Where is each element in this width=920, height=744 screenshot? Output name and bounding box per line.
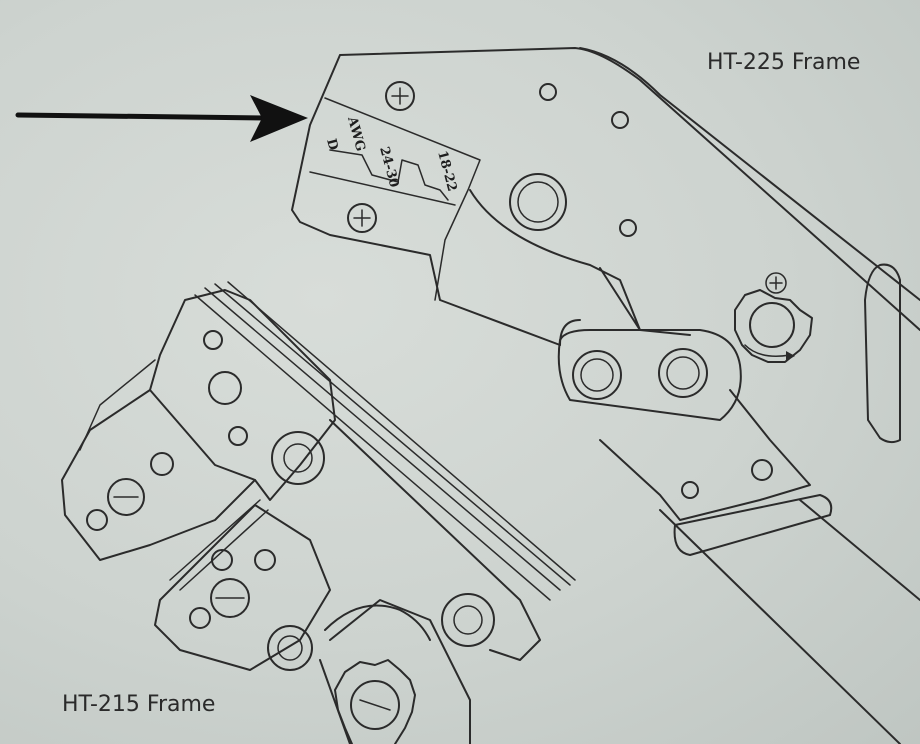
pointer-arrow [15,95,308,142]
ht-225-jaw-outline [291,47,920,346]
ht-225-hole [619,219,637,237]
ht-215-handle-edge [329,419,541,661]
ht-225-link-pin [572,350,622,400]
ht-215-ratchet-gear [324,604,431,744]
ht-215-hole [150,452,174,476]
ht-225-link-plate [557,329,742,421]
die-unit: AWG [344,114,368,153]
ht-225-link-pin [658,348,708,398]
ht-215-hole [86,509,108,531]
ht-225-right-grip [864,263,901,444]
ht-215-pivot-pin [271,431,325,485]
ht-215-hole [203,330,223,350]
ht-225-top-screw [385,81,415,111]
ht-225-handle-upper-edge [579,47,920,301]
ht-215-jaw-outline [149,289,336,501]
ht-215-plate-screw [210,578,250,618]
ht-225-lower-handle [599,389,920,744]
ht-225-hole [751,459,773,481]
ht-225-hole [539,83,557,101]
die-size-b: 18-22 [434,149,459,193]
ht-225-pivot [509,173,567,231]
ht-225-hole [611,111,629,129]
ht-225-die-face [309,97,481,301]
ht-215-handle-lines [194,281,576,601]
ht-215-label: HT-215 Frame [62,692,216,717]
ht-215-hole [208,371,242,405]
ht-215-left-screw [107,478,145,516]
ht-225-grip-band [673,494,833,556]
ht-225-bottom-screw [347,203,377,233]
ht-215-left-plate-inner [79,359,156,451]
ht-225-frame: D AWG 24-30 18-22 [291,47,920,744]
die-markings: D AWG 24-30 18-22 [323,114,459,193]
ht-215-hole [228,426,248,446]
ht-225-lower-body [469,189,691,346]
ht-215-frame [61,281,576,744]
ht-215-lower-pin [267,625,313,671]
die-size-a: 24-30 [376,145,401,189]
ht-215-hole [211,549,233,571]
ht-225-hole [681,481,699,499]
ht-215-lower-plate [154,504,331,671]
ht-215-hole [189,607,211,629]
ht-225-die-notches [329,149,449,201]
ratchet-adjust-wheel [734,272,813,363]
die-letter: D [323,137,340,152]
ht-225-label: HT-225 Frame [707,50,861,75]
ht-215-right-pin [441,593,495,647]
ht-215-hole [254,549,276,571]
